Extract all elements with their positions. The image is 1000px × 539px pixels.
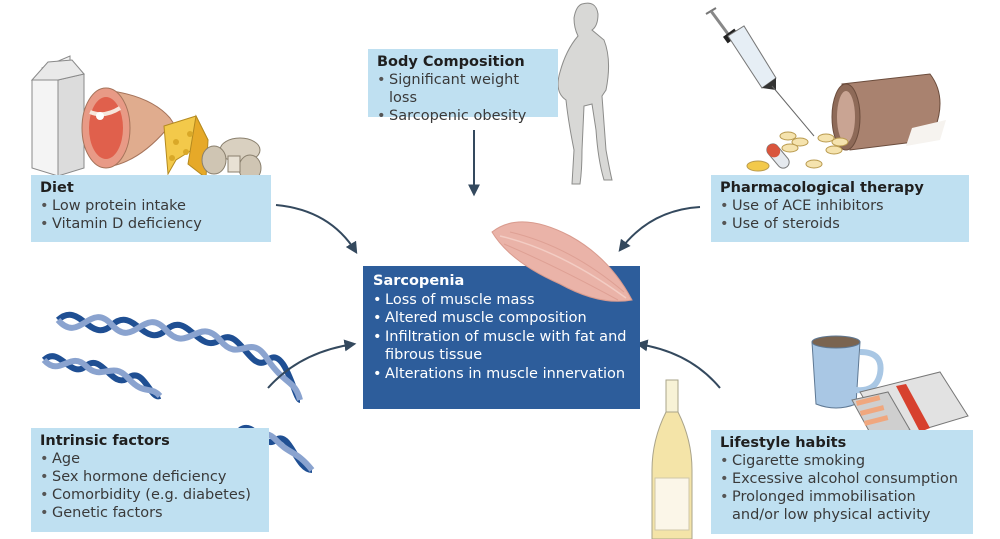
intrinsic-factors-item: Genetic factors bbox=[40, 504, 259, 522]
body-composition-item: Sarcopenic obesity bbox=[377, 107, 548, 125]
arrow-diet bbox=[275, 204, 358, 255]
wine-bottle-icon bbox=[651, 379, 693, 539]
body-composition-item: Significant weight loss bbox=[377, 71, 548, 107]
lifestyle-habits-item: Prolonged immobilisation and/or low phys… bbox=[720, 488, 963, 524]
cigarette-pack-icon bbox=[851, 371, 969, 441]
mushroom-icon bbox=[201, 137, 262, 182]
sarcopenia-box: Sarcopenia Loss of muscle mass Altered m… bbox=[363, 266, 640, 409]
pharmacological-box: Pharmacological therapy Use of ACE inhib… bbox=[711, 175, 969, 242]
diet-item: Vitamin D deficiency bbox=[40, 215, 261, 233]
lifestyle-habits-item: Excessive alcohol consumption bbox=[720, 470, 963, 488]
lifestyle-habits-title: Lifestyle habits bbox=[720, 435, 847, 451]
syringe-icon bbox=[705, 7, 815, 137]
arrow-intrinsic bbox=[267, 339, 357, 389]
sarcopenia-title: Sarcopenia bbox=[373, 273, 465, 289]
arrow-pharmacological bbox=[618, 206, 701, 252]
sarcopenia-item: Alterations in muscle innervation bbox=[373, 365, 630, 384]
body-composition-title: Body Composition bbox=[377, 54, 525, 70]
capsule-icon bbox=[766, 143, 790, 169]
pharmacological-item: Use of steroids bbox=[720, 215, 959, 233]
diet-title: Diet bbox=[40, 180, 74, 196]
pills-icon bbox=[746, 131, 849, 172]
human-silhouette-icon bbox=[557, 2, 613, 185]
sarcopenia-item: Loss of muscle mass bbox=[373, 291, 630, 310]
diet-item: Low protein intake bbox=[40, 197, 261, 215]
pharmacological-title: Pharmacological therapy bbox=[720, 180, 924, 196]
intrinsic-factors-title: Intrinsic factors bbox=[40, 433, 170, 449]
sarcopenia-item: Infiltration of muscle with fat and fibr… bbox=[373, 328, 630, 365]
milk-carton-icon bbox=[30, 55, 85, 177]
pharmacological-item: Use of ACE inhibitors bbox=[720, 197, 959, 215]
intrinsic-factors-item: Comorbidity (e.g. diabetes) bbox=[40, 486, 259, 504]
coffee-mug-icon bbox=[811, 335, 884, 409]
lifestyle-habits-box: Lifestyle habits Cigarette smoking Exces… bbox=[711, 430, 973, 534]
sarcopenia-item: Altered muscle composition bbox=[373, 309, 630, 328]
body-composition-box: Body Composition Significant weight loss… bbox=[368, 49, 558, 124]
intrinsic-factors-item: Age bbox=[40, 450, 259, 468]
ham-icon bbox=[81, 87, 175, 169]
intrinsic-factors-item: Sex hormone deficiency bbox=[40, 468, 259, 486]
arrow-lifestyle bbox=[635, 339, 721, 389]
diet-box: Diet Low protein intake Vitamin D defici… bbox=[31, 175, 271, 242]
lifestyle-habits-item: Cigarette smoking bbox=[720, 452, 963, 470]
pill-bottle-icon bbox=[831, 73, 946, 151]
dna-helix-icon bbox=[41, 311, 315, 473]
cheese-icon bbox=[163, 114, 209, 179]
intrinsic-factors-box: Intrinsic factors Age Sex hormone defici… bbox=[31, 428, 269, 532]
